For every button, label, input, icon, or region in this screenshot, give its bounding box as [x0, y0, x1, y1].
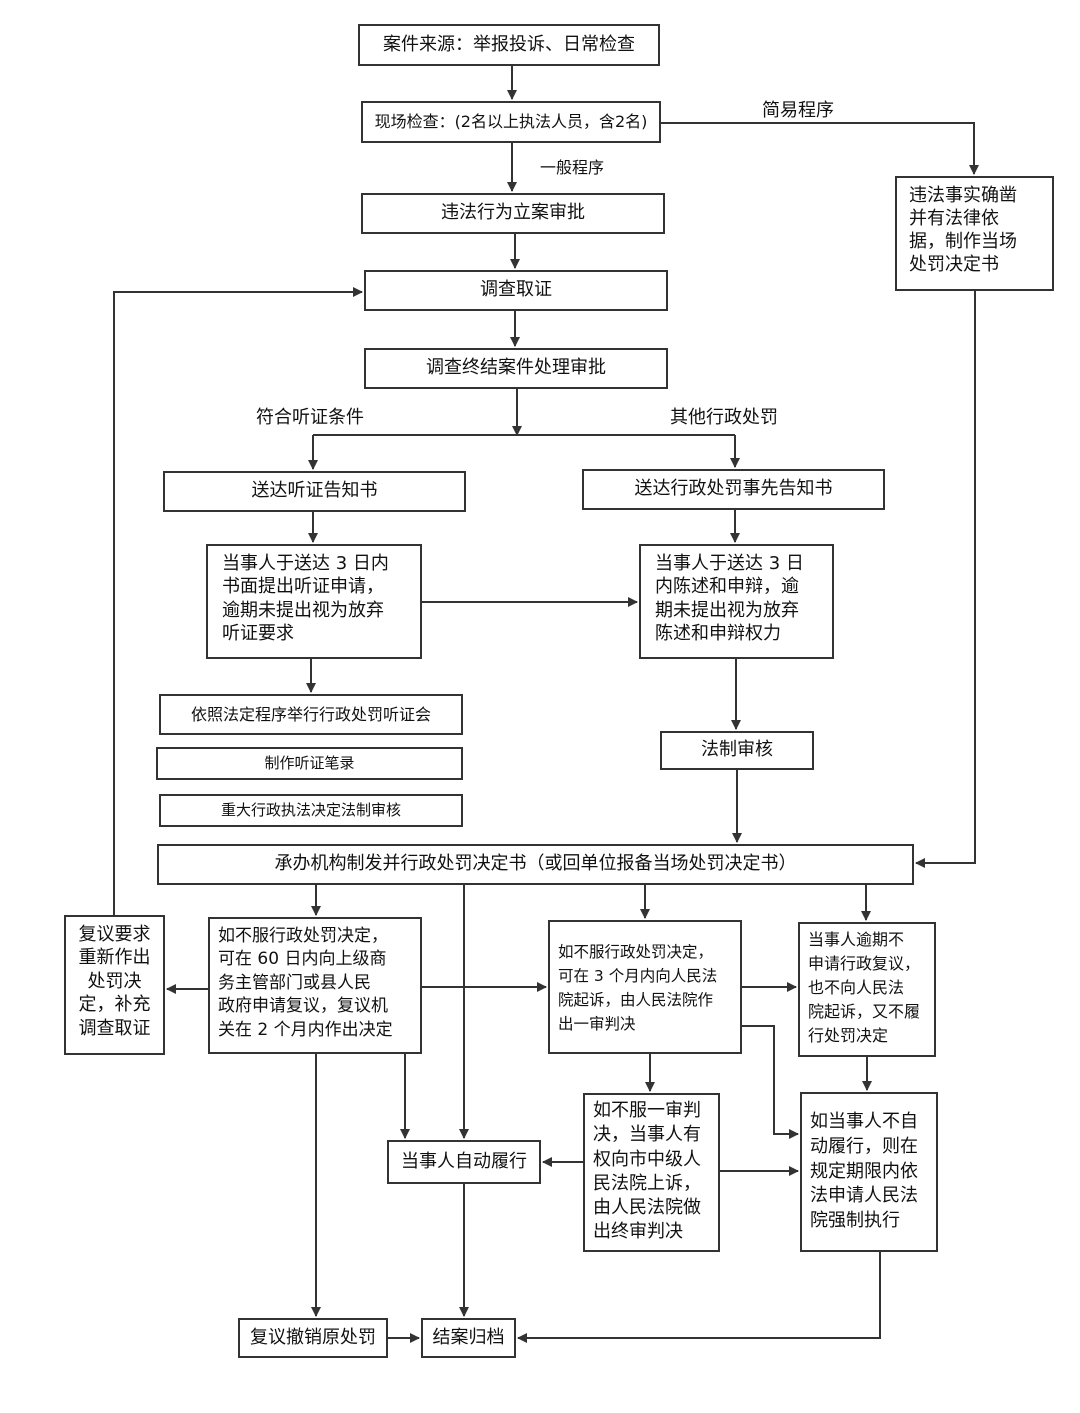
investigation-text: 调查取证 [480, 279, 552, 301]
major-review-text: 重大行政执法决定法制审核 [220, 801, 401, 820]
enforcement-box: 如当事人不自 动履行，则在 规定期限内依 法申请人民法 院强制执行 [800, 1092, 938, 1252]
simple-decision-text: 违法事实确凿 并有法律依 据，制作当场 处罚决定书 [909, 185, 1017, 276]
file-lawsuit-box: 如不服行政处罚决定， 可在 3 个月内向人民法 院起诉，由人民法院作 出一审判决 [548, 920, 742, 1054]
reconsider-redo-text: 复议要求 重新作出 处罚决 定，补充 调查取证 [78, 924, 151, 1039]
case-source-text: 案件来源：举报投诉、日常检查 [383, 33, 635, 55]
general-procedure-label: 一般程序 [540, 158, 605, 177]
connector-enforcement-to-close [517, 1252, 881, 1343]
filing-approval-box: 违法行为立案审批 [361, 193, 665, 234]
simple-decision-box: 违法事实确凿 并有法律依 据，制作当场 处罚决定书 [895, 176, 1054, 291]
file-lawsuit-text: 如不服行政处罚决定， 可在 3 个月内向人民法 院起诉，由人民法院作 出一审判决 [558, 943, 718, 1034]
site-inspection-text: 现场检查：(2名以上执法人员，含2名) [374, 112, 648, 131]
enforcement-text: 如当事人不自 动履行，则在 规定期限内依 法申请人民法 院强制执行 [810, 1111, 918, 1232]
hearing-condition-label: 符合听证条件 [256, 407, 364, 428]
connector-inspection-to-simple [661, 122, 979, 175]
voluntary-box: 当事人自动履行 [387, 1140, 541, 1184]
revoke-box: 复议撤销原处罚 [238, 1318, 388, 1358]
overdue-box: 当事人逾期不 申请行政复议， 也不向人民法 院起诉，又不履 行处罚决定 [798, 922, 936, 1057]
connector-lawsuit-to-enforcement [742, 1025, 799, 1139]
legal-review-box: 法制审核 [660, 731, 814, 770]
appeal-text: 如不服一审判 决，当事人有 权向市中级人 民法院上诉， 由人民法院做 出终审判决 [593, 1100, 701, 1243]
apply-reconsideration-box: 如不服行政处罚决定， 可在 60 日内向上级商 务主管部门或县人民 政府申请复议… [208, 917, 422, 1054]
hearing-notice-box: 送达听证告知书 [163, 471, 466, 512]
penalty-notice-box: 送达行政处罚事先告知书 [582, 469, 885, 510]
reconsider-redo-box: 复议要求 重新作出 处罚决 定，补充 调查取证 [64, 915, 165, 1055]
revoke-text: 复议撤销原处罚 [250, 1326, 376, 1348]
connector-redo-to-investigation [113, 287, 363, 915]
overdue-text: 当事人逾期不 申请行政复议， 也不向人民法 院起诉，又不履 行处罚决定 [808, 930, 921, 1045]
hearing-record-text: 制作听证笔录 [264, 754, 355, 773]
hearing-request-box: 当事人于送达 3 日内 书面提出听证申请， 逾期未提出视为放弃 听证要求 [206, 544, 422, 659]
conclusion-approval-box: 调查终结案件处理审批 [364, 348, 668, 389]
simple-procedure-label: 简易程序 [762, 100, 834, 121]
appeal-box: 如不服一审判 决，当事人有 权向市中级人 民法院上诉， 由人民法院做 出终审判决 [583, 1093, 720, 1252]
issue-decision-box: 承办机构制发并行政处罚决定书（或回单位报备当场处罚决定书） [157, 844, 914, 885]
voluntary-text: 当事人自动履行 [401, 1150, 527, 1172]
conclusion-approval-text: 调查终结案件处理审批 [426, 357, 606, 379]
statement-defense-box: 当事人于送达 3 日 内陈述和申辩，逾 期未提出视为放弃 陈述和申辩权力 [639, 544, 834, 659]
hearing-notice-text: 送达听证告知书 [251, 480, 378, 502]
connector-simple-to-decision [915, 291, 976, 868]
apply-reconsideration-text: 如不服行政处罚决定， 可在 60 日内向上级商 务主管部门或县人民 政府申请复议… [218, 926, 393, 1040]
close-case-box: 结案归档 [421, 1318, 516, 1358]
hearing-record-box: 制作听证笔录 [156, 747, 463, 780]
other-penalty-label: 其他行政处罚 [670, 407, 778, 428]
hold-hearing-box: 依照法定程序举行行政处罚听证会 [159, 694, 463, 735]
close-case-text: 结案归档 [432, 1326, 505, 1348]
legal-review-text: 法制审核 [701, 739, 773, 761]
filing-approval-text: 违法行为立案审批 [441, 202, 585, 224]
issue-decision-text: 承办机构制发并行政处罚决定书（或回单位报备当场处罚决定书） [274, 853, 797, 875]
case-source-box: 案件来源：举报投诉、日常检查 [358, 24, 660, 66]
hold-hearing-text: 依照法定程序举行行政处罚听证会 [190, 704, 431, 724]
major-review-box: 重大行政执法决定法制审核 [159, 794, 463, 827]
site-inspection-box: 现场检查：(2名以上执法人员，含2名) [361, 101, 661, 143]
hearing-request-text: 当事人于送达 3 日内 书面提出听证申请， 逾期未提出视为放弃 听证要求 [222, 553, 389, 645]
statement-defense-text: 当事人于送达 3 日 内陈述和申辩，逾 期未提出视为放弃 陈述和申辩权力 [655, 553, 804, 645]
investigation-box: 调查取证 [364, 270, 668, 311]
penalty-notice-text: 送达行政处罚事先告知书 [634, 478, 833, 500]
